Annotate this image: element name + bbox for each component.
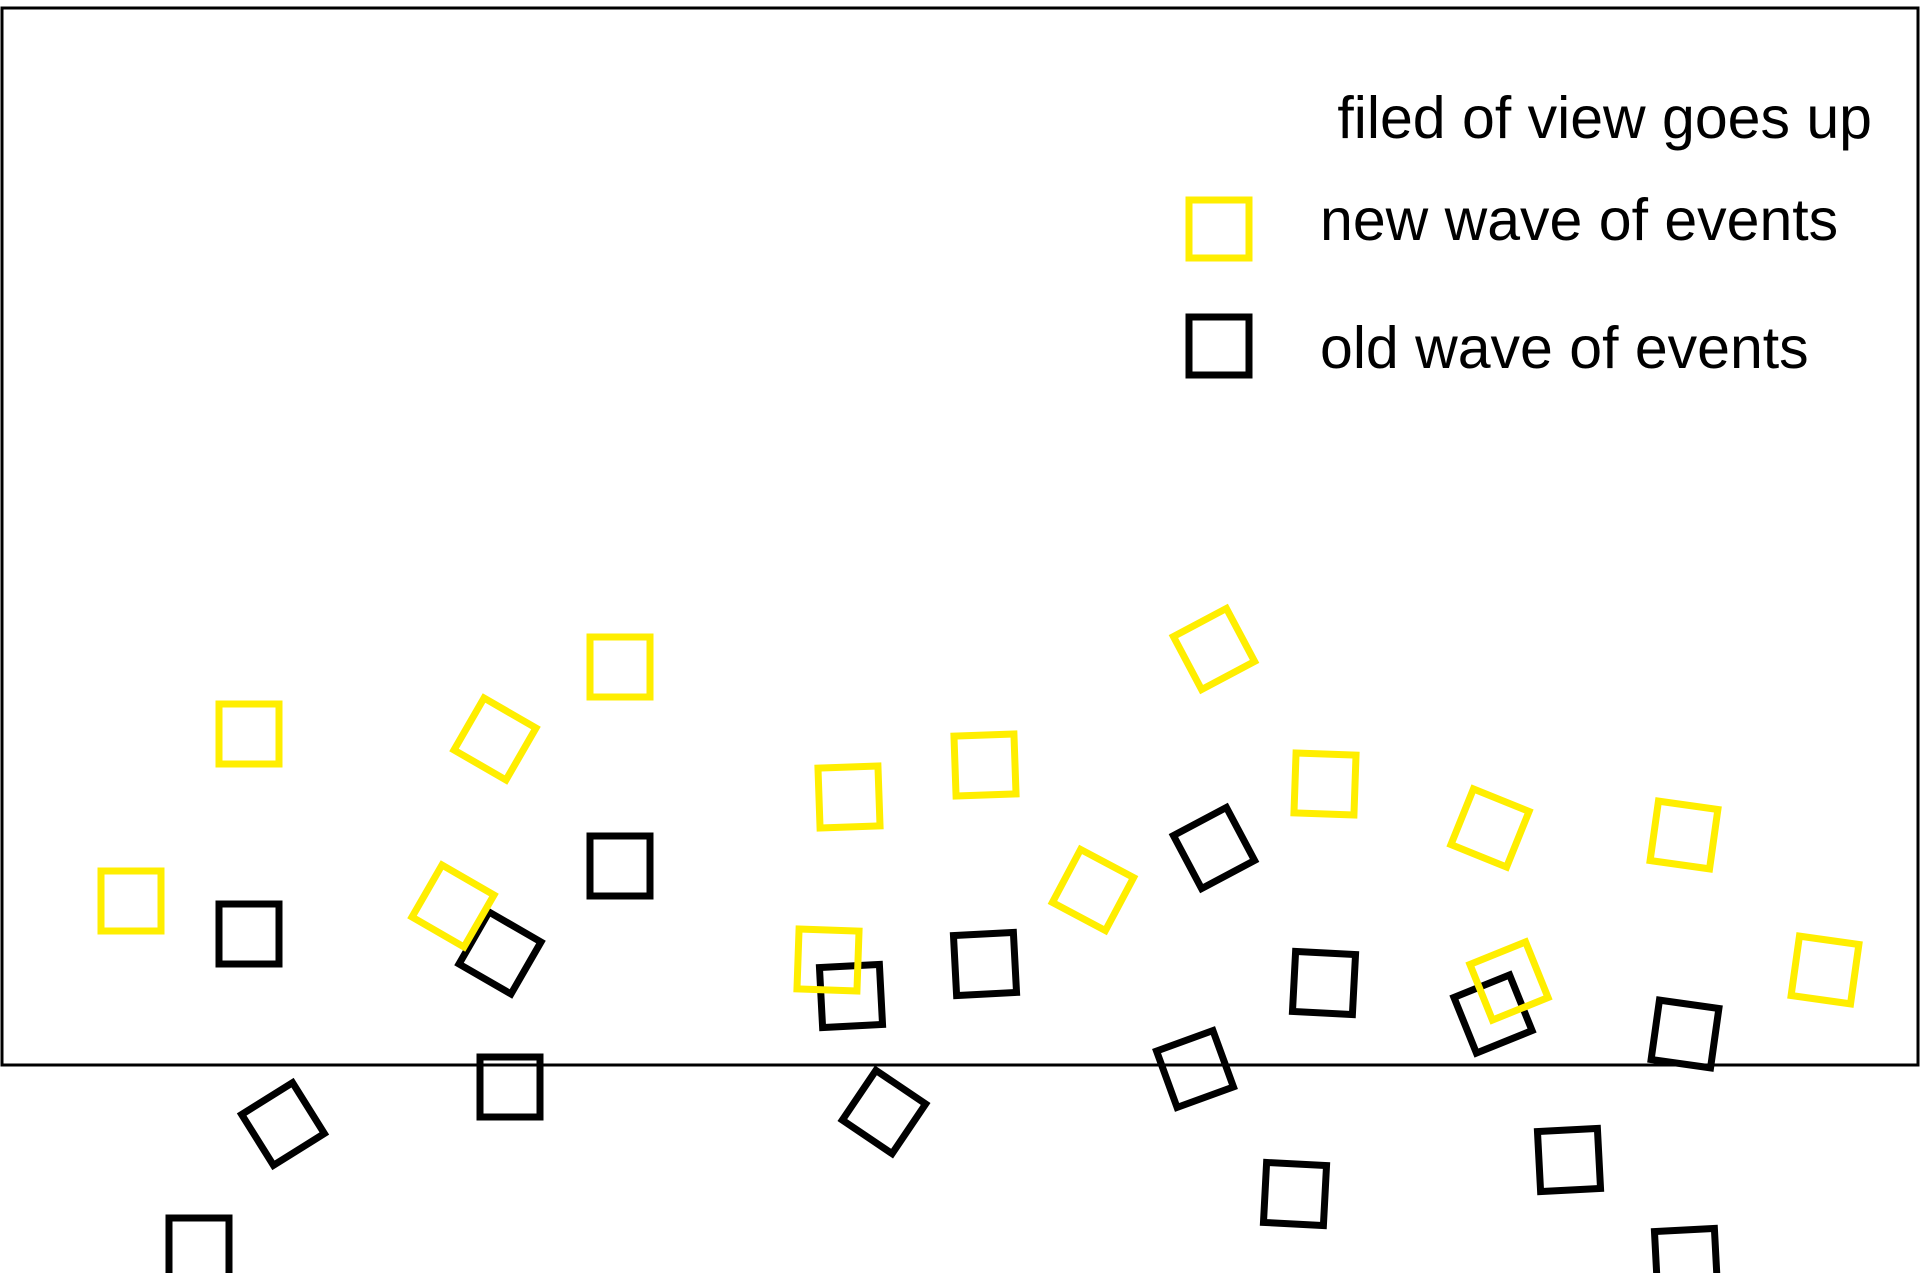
new-wave-event-square [1646, 797, 1722, 873]
new-wave-event-square [1465, 937, 1553, 1025]
old-wave-event-square [236, 1077, 330, 1171]
old-wave-event-square [1533, 1124, 1605, 1196]
new-wave-event-square [1446, 784, 1534, 872]
new-wave-event-square [1290, 749, 1360, 819]
legend-new-wave-swatch [1185, 196, 1253, 262]
old-wave-event-square [165, 1214, 233, 1273]
legend-old-wave-swatch [1185, 313, 1253, 379]
old-wave-event-square [454, 907, 546, 999]
old-wave-event-square [476, 1053, 544, 1121]
legend-old-wave-label: old wave of events [1320, 315, 1809, 381]
legend-new-wave-label: new wave of events [1320, 187, 1838, 253]
old-wave-event-square [1168, 802, 1260, 894]
new-wave-event-square [1168, 603, 1260, 695]
legend: filed of view goes up new wave of events… [1185, 85, 1872, 381]
field-of-view-frame [0, 6, 1920, 1067]
new-wave-event-square [950, 730, 1020, 800]
new-wave-event-square [449, 693, 541, 785]
old-wave-event-square [1288, 947, 1360, 1019]
old-wave-event-square [815, 960, 887, 1032]
old-wave-events [165, 802, 1723, 1273]
new-wave-event-square [1787, 932, 1863, 1008]
new-wave-event-square [215, 700, 283, 768]
old-wave-event-square [837, 1065, 931, 1159]
new-wave-event-square [1047, 844, 1139, 936]
new-wave-event-square [814, 762, 884, 832]
new-wave-event-square [793, 925, 863, 995]
old-wave-event-square [1647, 996, 1723, 1072]
old-wave-event-square [949, 928, 1021, 1000]
new-wave-event-square [586, 633, 654, 701]
old-wave-event-square [1259, 1158, 1331, 1230]
new-wave-event-square [97, 867, 165, 935]
new-wave-event-square [407, 860, 499, 952]
old-wave-event-square [586, 832, 654, 900]
old-wave-event-square [215, 900, 283, 968]
new-wave-events [97, 603, 1863, 1025]
old-wave-event-square [1650, 1224, 1722, 1273]
legend-title: filed of view goes up [1337, 85, 1872, 151]
old-wave-event-square [1152, 1026, 1238, 1112]
